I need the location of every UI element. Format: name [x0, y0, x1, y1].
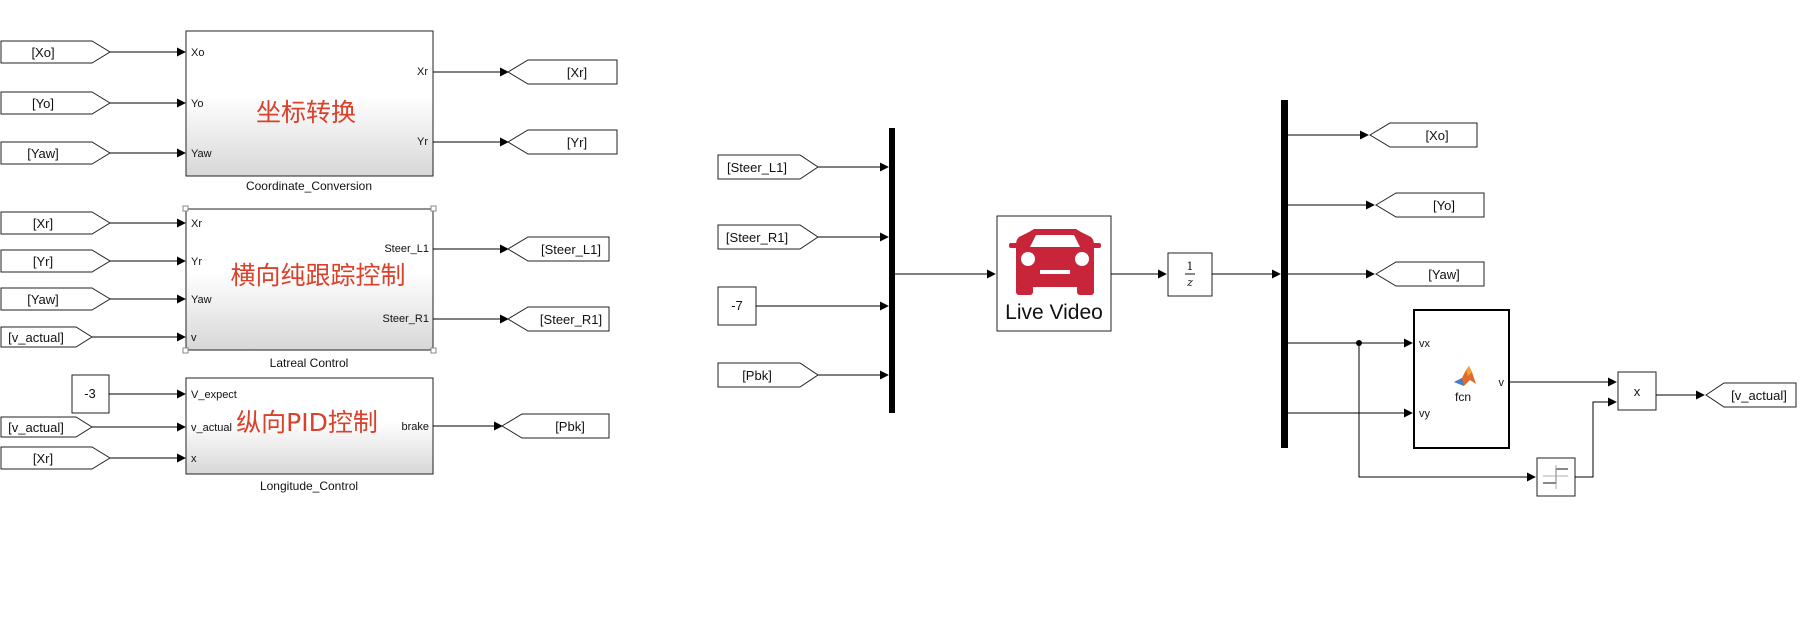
constant-block[interactable]: -7: [717, 286, 757, 326]
constant-block[interactable]: -3: [71, 374, 110, 414]
in-port-label: v: [191, 332, 197, 344]
from-tag-label: [Xo]: [31, 45, 54, 60]
live-video-label: Live Video: [1005, 301, 1103, 324]
selection-handle[interactable]: [182, 347, 189, 354]
in-port-label: Yo: [191, 98, 203, 110]
goto-tag-label: [Xr]: [567, 65, 587, 80]
product-block[interactable]: x: [1617, 371, 1657, 411]
block-name: Latreal Control: [270, 356, 349, 370]
in-port-label: x: [191, 453, 197, 465]
goto-tag-pbk[interactable]: [Pbk]: [501, 413, 610, 439]
out-port-label: Steer_R1: [383, 313, 429, 325]
signal-line[interactable]: [1575, 397, 1617, 478]
from-tag-steer-r1[interactable]: [Steer_R1]: [717, 224, 819, 250]
in-port-label: Yaw: [191, 294, 212, 306]
selection-handle[interactable]: [182, 205, 189, 212]
selection-handle[interactable]: [430, 347, 437, 354]
from-tag-label: [Yaw]: [27, 146, 59, 161]
out-port-label: Xr: [417, 66, 428, 78]
unit-delay-block[interactable]: 1 z: [1167, 252, 1213, 297]
live-video-block[interactable]: Live Video: [996, 215, 1112, 332]
goto-tag-label: [Steer_L1]: [541, 242, 601, 257]
in-port-label: vy: [1419, 408, 1431, 420]
from-tag-label: [Yr]: [33, 254, 53, 269]
from-tag-label: [Steer_L1]: [727, 160, 787, 175]
in-port-label: vx: [1419, 338, 1431, 350]
from-tag-pbk[interactable]: [Pbk]: [717, 362, 819, 388]
goto-tag-steer-r1[interactable]: [Steer_R1]: [507, 306, 610, 332]
from-tag-yaw[interactable]: [Yaw]: [0, 141, 111, 165]
from-tag-steer-l1[interactable]: [Steer_L1]: [717, 154, 819, 180]
from-tag-yr[interactable]: [Yr]: [0, 249, 111, 273]
demux-outputs-group: [Xo] [Yo] [Yaw] vx vy v fcn: [1288, 122, 1797, 497]
goto-tag-v-actual[interactable]: [v_actual]: [1705, 382, 1797, 408]
selection-handle[interactable]: [430, 205, 437, 212]
car-icon: [1009, 229, 1101, 295]
from-tag-v-actual[interactable]: [v_actual]: [0, 326, 93, 348]
video-pipeline-group: [Steer_L1] [Steer_R1] -7 [Pbk]: [717, 100, 1288, 448]
goto-tag-yaw[interactable]: [Yaw]: [1375, 261, 1485, 287]
matlab-function-block[interactable]: vx vy v fcn: [1413, 309, 1510, 449]
block-name: Coordinate_Conversion: [246, 179, 372, 193]
fcn-label: fcn: [1455, 390, 1471, 404]
from-tag-label: [Xr]: [33, 216, 53, 231]
from-tag-label: [Pbk]: [742, 368, 772, 383]
constant-value: -3: [84, 386, 96, 401]
goto-tag-label: [Yr]: [567, 135, 587, 150]
delay-denominator: z: [1186, 276, 1193, 289]
from-tag-yo[interactable]: [Yo]: [0, 91, 111, 115]
goto-tag-label: [v_actual]: [1731, 388, 1787, 403]
from-tag-xr[interactable]: [Xr]: [0, 211, 111, 235]
longitude-control-subsystem[interactable]: V_expect v_actual x brake 纵向PID控制: [185, 377, 434, 475]
from-tag-label: [v_actual]: [8, 420, 64, 435]
coordinate-conversion-subsystem[interactable]: Xo Yo Yaw Xr Yr 坐标转换: [185, 30, 434, 177]
out-port-label: v: [1499, 377, 1505, 389]
in-port-label: Yr: [191, 256, 202, 268]
in-port-label: Xo: [191, 47, 204, 59]
lateral-control-group: [Xr] [Yr] [Yaw] [v_actual] Xr Yr Yaw v: [0, 205, 610, 370]
goto-tag-label: [Steer_R1]: [540, 312, 602, 327]
from-tag-yaw[interactable]: [Yaw]: [0, 287, 111, 311]
matlab-logo-icon: [1454, 366, 1476, 386]
goto-tag-yo[interactable]: [Yo]: [1375, 192, 1485, 218]
goto-tag-label: [Xo]: [1425, 128, 1448, 143]
in-port-label: Xr: [191, 218, 202, 230]
out-port-label: brake: [401, 421, 429, 433]
constant-value: -7: [731, 298, 743, 313]
from-tag-label: [v_actual]: [8, 330, 64, 345]
from-tag-v-actual[interactable]: [v_actual]: [0, 416, 93, 438]
lateral-control-subsystem[interactable]: Xr Yr Yaw v Steer_L1 Steer_R1 横向纯跟踪控制: [182, 205, 437, 354]
from-tag-label: [Yo]: [32, 96, 54, 111]
subsystem-annotation: 纵向PID控制: [236, 408, 378, 437]
goto-tag-label: [Yaw]: [1428, 267, 1460, 282]
in-port-label: Yaw: [191, 148, 212, 160]
block-name: Longitude_Control: [260, 479, 358, 493]
from-tag-label: [Yaw]: [27, 292, 59, 307]
signal-line[interactable]: [1358, 343, 1536, 482]
in-port-label: V_expect: [191, 389, 237, 401]
subsystem-annotation: 横向纯跟踪控制: [230, 261, 405, 290]
mux-bar[interactable]: [889, 128, 895, 413]
sign-block[interactable]: [1536, 457, 1576, 497]
goto-tag-xo[interactable]: [Xo]: [1369, 122, 1478, 148]
subsystem-annotation: 坐标转换: [256, 98, 356, 127]
goto-tag-yr[interactable]: [Yr]: [507, 129, 618, 155]
out-port-label: Steer_L1: [384, 243, 429, 255]
from-tag-label: [Steer_R1]: [726, 230, 788, 245]
out-port-label: Yr: [417, 136, 428, 148]
from-tag-xr[interactable]: [Xr]: [0, 446, 111, 470]
from-tag-label: [Xr]: [33, 451, 53, 466]
goto-tag-label: [Yo]: [1433, 198, 1455, 213]
in-port-label: v_actual: [191, 422, 232, 434]
product-symbol: x: [1634, 384, 1641, 399]
demux-bar[interactable]: [1281, 100, 1288, 448]
longitude-control-group: -3 [v_actual] [Xr] V_expect v_actual x b…: [0, 374, 610, 493]
from-tag-xo[interactable]: [Xo]: [0, 40, 111, 64]
goto-tag-xr[interactable]: [Xr]: [507, 59, 618, 85]
coordinate-conversion-group: [Xo] [Yo] [Yaw] Xo Yo Yaw Xr Yr 坐标转换 Coo…: [0, 30, 618, 193]
delay-numerator: 1: [1187, 260, 1194, 273]
goto-tag-steer-l1[interactable]: [Steer_L1]: [507, 236, 610, 262]
goto-tag-label: [Pbk]: [555, 419, 585, 434]
